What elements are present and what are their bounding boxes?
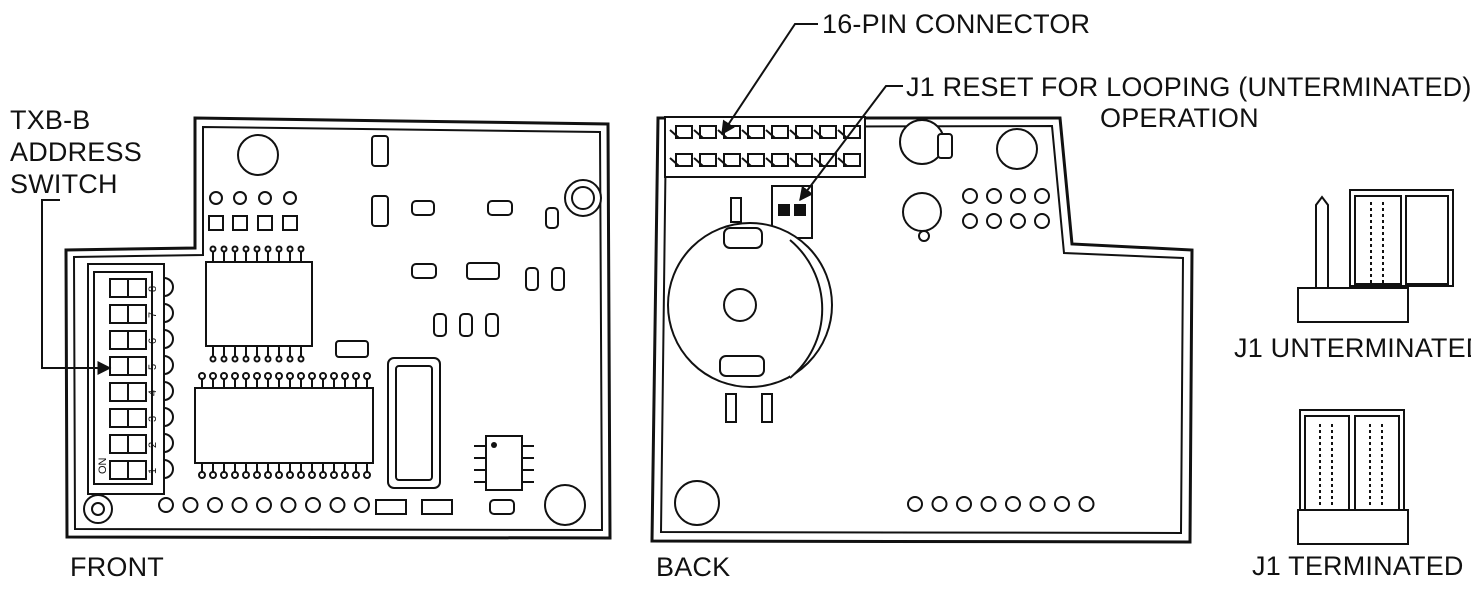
dip-switch: 1 2 3 4 5 6 7 8 ON <box>87 263 174 495</box>
mounting-hole <box>237 134 279 176</box>
front-board: 1 2 3 4 5 6 7 8 ON <box>64 116 612 540</box>
connector-pin <box>699 153 717 167</box>
j1-reset-label-line2: OPERATION <box>1100 103 1259 133</box>
pad <box>907 496 923 512</box>
j1-reset-label-line1: J1 RESET FOR LOOPING (UNTERMINATED) <box>906 72 1471 102</box>
dip-position-label: 4 <box>147 390 159 396</box>
txb-b-label-line2: ADDRESS <box>10 137 142 167</box>
connector-label: 16-PIN CONNECTOR <box>822 9 1090 39</box>
connector-pin <box>795 153 813 167</box>
j1-unterminated-label: J1 UNTERMINATED <box>1234 333 1471 363</box>
dip-position-label: 6 <box>147 338 159 344</box>
pad <box>986 213 1002 229</box>
ic-chip <box>205 245 313 363</box>
pad <box>329 497 346 513</box>
pad <box>1054 496 1070 512</box>
pad-row <box>158 497 370 513</box>
dip-position-label: 7 <box>147 312 159 318</box>
connector-pin <box>819 125 837 139</box>
leader-lines <box>41 23 903 375</box>
pad <box>980 496 997 512</box>
connector-pin <box>675 153 693 167</box>
connector-pin <box>771 153 789 167</box>
connector-pin <box>747 125 765 139</box>
pad-array <box>962 188 1050 229</box>
ic-chip-small <box>474 435 534 491</box>
pad <box>1010 188 1026 204</box>
dip-switch-lever <box>109 460 129 480</box>
dip-switch-lever <box>109 304 129 324</box>
pad <box>986 188 1002 204</box>
dip-position-label: 8 <box>147 286 159 292</box>
dip-position-label: 5 <box>147 364 159 370</box>
sixteen-pin-connector <box>664 116 866 178</box>
pad <box>231 497 248 513</box>
pad <box>962 213 978 229</box>
pad <box>256 497 272 513</box>
dip-position-label: 2 <box>147 442 159 448</box>
pad <box>182 497 199 513</box>
connector-pin <box>723 153 741 167</box>
pad <box>1034 213 1050 229</box>
connector-pin <box>699 125 717 139</box>
dip-position-label: 3 <box>147 416 159 422</box>
j1-terminated-detail <box>1297 409 1409 545</box>
pad-row <box>907 496 1095 512</box>
pad <box>354 497 370 513</box>
pad <box>1005 496 1021 512</box>
txb-b-label-line3: SWITCH <box>10 169 118 199</box>
battery <box>667 197 833 423</box>
j1-unterminated-detail <box>1297 189 1454 323</box>
dip-switch-lever <box>109 278 129 298</box>
dip-position-label: 1 <box>147 468 159 474</box>
pad <box>1034 188 1050 204</box>
pad <box>305 497 321 513</box>
dip-switch-lever <box>109 356 129 376</box>
pad <box>1029 496 1046 512</box>
txb-b-label-line1: TXB-B <box>10 105 91 135</box>
connector-pin <box>795 125 813 139</box>
connector-pin <box>843 153 861 167</box>
connector-pin <box>747 153 765 167</box>
pad <box>1078 496 1095 512</box>
pad <box>158 497 174 513</box>
dip-switch-lever <box>109 330 129 350</box>
dip-switch-lever <box>109 382 129 402</box>
pad <box>207 497 223 513</box>
pad <box>1010 213 1026 229</box>
connector-pin <box>675 125 693 139</box>
dip-on-label: ON <box>97 457 109 474</box>
front-label: FRONT <box>70 552 164 582</box>
dip-switch-lever <box>109 434 129 454</box>
back-board <box>650 116 1194 544</box>
pad <box>956 496 972 512</box>
ic-chip-long <box>194 372 374 479</box>
j1-terminated-label: J1 TERMINATED <box>1252 551 1464 581</box>
pad-array <box>208 191 298 231</box>
connector-pin <box>771 125 789 139</box>
pad <box>280 497 297 513</box>
back-label: BACK <box>656 552 730 582</box>
pad <box>931 496 948 512</box>
pad <box>962 188 978 204</box>
dip-switch-lever <box>109 408 129 428</box>
